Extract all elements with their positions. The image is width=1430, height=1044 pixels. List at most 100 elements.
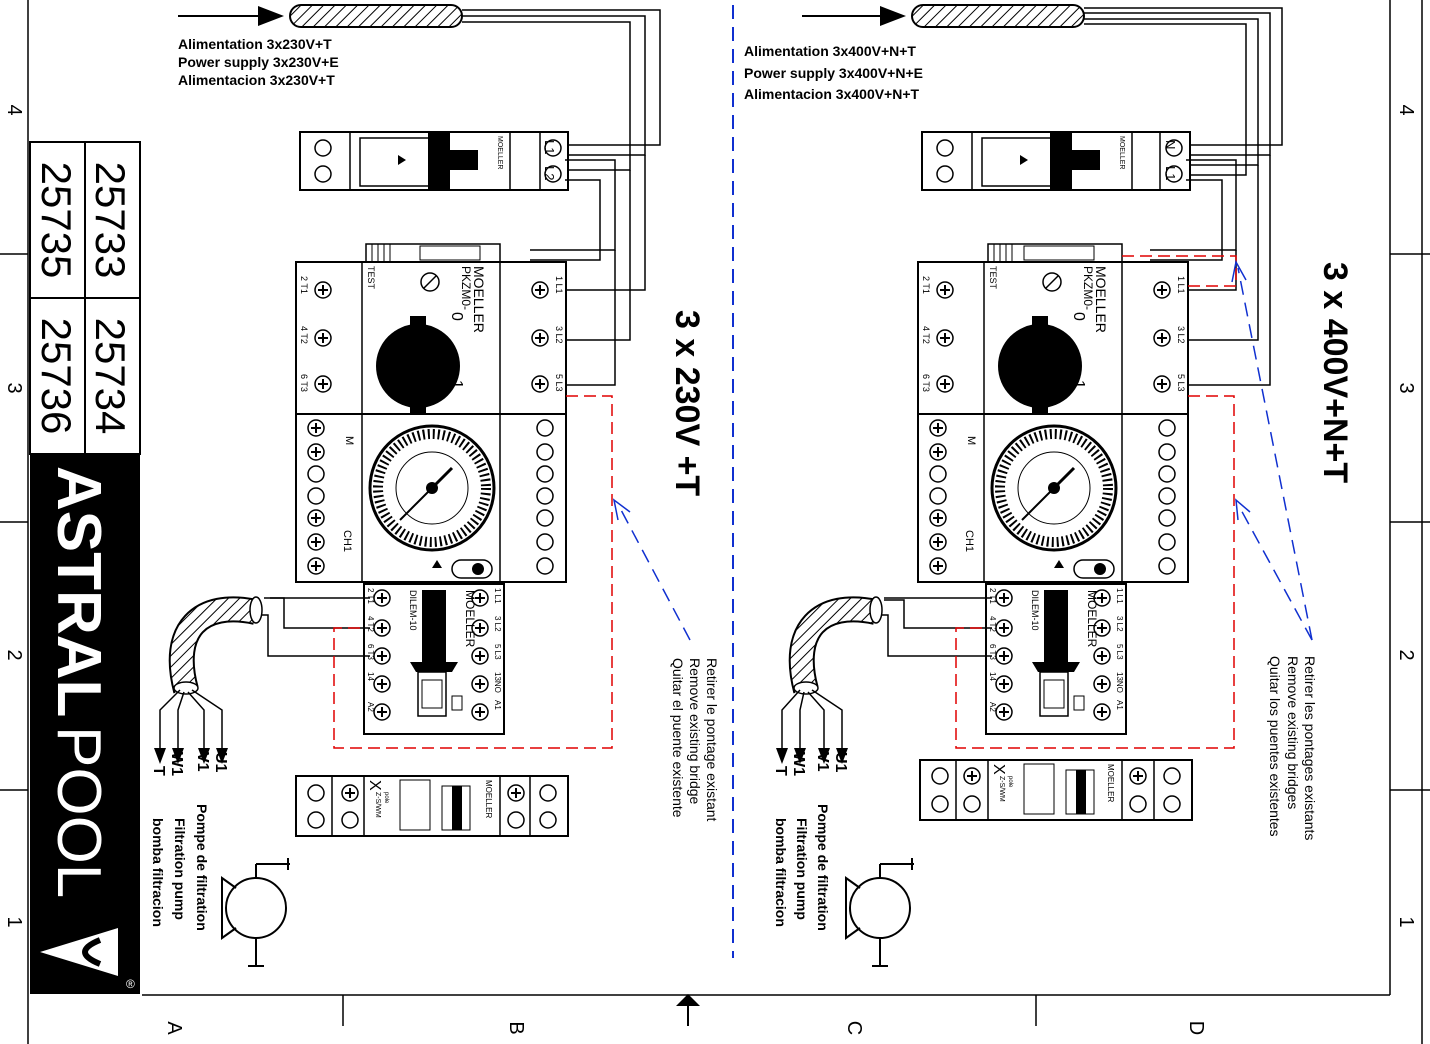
left-breaker-l2: L2 — [542, 166, 557, 180]
bottom-letter-a: A — [163, 1021, 185, 1035]
left-pkzm-test: TEST — [366, 266, 376, 290]
left-dilem-bottom-2: 4 T2 — [366, 616, 375, 632]
left-number-4: 4 — [3, 104, 25, 115]
left-dilem-top-1: 1 L1 — [493, 588, 502, 604]
left-breaker-brand: MOELLER — [496, 136, 503, 169]
ref-25735: 25735 — [33, 162, 80, 279]
brand-logo: ASTRAL POOL — [44, 466, 113, 898]
left-motor-v1: V1 — [194, 752, 211, 772]
right-switch-brand: MOELLER — [1106, 764, 1115, 802]
left-dilem-top-5: A1 — [493, 700, 502, 710]
right-breaker-brand: MOELLER — [1118, 136, 1125, 169]
right-timer-m: M — [965, 436, 977, 445]
right-timer-ch1: CH1 — [963, 530, 975, 552]
right-motor-t: T — [772, 766, 789, 776]
right-pkzm-test: TEST — [988, 266, 998, 290]
brand-symbol-icon — [40, 928, 118, 976]
right-voltage-label: 3 x 400V+N+T — [1316, 262, 1354, 483]
left-timer-ch1: CH1 — [341, 530, 353, 552]
left-dilem-model: DILEM-10 — [408, 590, 418, 631]
right-dilem-bottom-2: 4 T2 — [988, 616, 997, 632]
right-dilem-bottom-4: 14 — [988, 672, 997, 681]
right-bridge-note-en: Remove existing bridges — [1285, 656, 1301, 809]
right-dilem-top-3: 5 L3 — [1115, 644, 1124, 660]
left-pkzm-bottom-1: 2 T1 — [299, 276, 309, 294]
right-dilem-top-2: 3 L2 — [1115, 616, 1124, 632]
right-supply-fr: Alimentation 3x400V+N+T — [744, 43, 916, 59]
left-motor-u1: U1 — [212, 752, 229, 773]
right-dilem-brand: MOELLER — [1085, 590, 1099, 648]
left-pkzm-bottom-3: 6 T3 — [299, 374, 309, 392]
right-motor-u1: U1 — [832, 752, 849, 773]
title-block — [29, 141, 141, 994]
left-pkzm-bottom-2: 4 T2 — [299, 326, 309, 344]
brand-light: POOL — [44, 726, 113, 898]
left-number-2: 2 — [3, 649, 25, 660]
left-dilem-bottom-1: 2 T1 — [366, 588, 375, 604]
right-dilem-top-1: 1 L1 — [1115, 588, 1124, 604]
right-bridge-note-fr: Retirer les pontages existants — [1302, 656, 1318, 840]
left-pump-fr: Pompe de filtration — [194, 804, 210, 931]
right-number-2: 2 — [1395, 649, 1417, 660]
right-motor-v1: V1 — [814, 752, 831, 772]
left-bridge-note-es: Quitar el puente existente — [670, 658, 686, 818]
left-motor-t: T — [150, 766, 167, 776]
left-pkzm-one: 1 — [448, 380, 465, 389]
bottom-letter-d: D — [1185, 1021, 1207, 1035]
right-panel — [776, 4, 1313, 967]
right-dilem-bottom-5: A2 — [988, 702, 997, 712]
right-pkzm-bottom-3: 6 T3 — [921, 374, 931, 392]
left-dilem-top-4: 13NO — [493, 672, 502, 693]
ref-25736: 25736 — [33, 318, 80, 435]
left-switch-model: Z-S/WM — [374, 792, 381, 818]
bottom-letter-b: B — [505, 1021, 527, 1034]
left-motor-w1: W1 — [168, 752, 185, 776]
brand-bold: ASTRAL — [44, 466, 113, 717]
left-dilem-brand: MOELLER — [463, 590, 477, 648]
left-number-3: 3 — [3, 382, 25, 393]
right-dilem-top-5: A1 — [1115, 700, 1124, 710]
right-pkzm-top-3: 5 L3 — [1176, 374, 1186, 392]
left-number-1: 1 — [3, 916, 25, 927]
right-number-3: 3 — [1395, 382, 1417, 393]
right-dilem-bottom-3: 6 T3 — [988, 644, 997, 660]
ref-25734: 25734 — [87, 318, 134, 435]
left-pkzm-brand: MOELLER — [471, 266, 487, 333]
bottom-letter-c: C — [843, 1021, 865, 1035]
right-pkzm-model: PKZM0- — [1081, 266, 1095, 310]
left-pkzm-zero: 0 — [448, 312, 465, 321]
left-supply-fr: Alimentation 3x230V+T — [178, 36, 332, 52]
left-pkzm-top-1: 1 L1 — [554, 276, 564, 294]
left-supply-es: Alimentacion 3x230V+T — [178, 72, 335, 88]
right-pump-fr: Pompe de filtration — [815, 804, 831, 931]
right-pkzm-top-1: 1 L1 — [1176, 276, 1186, 294]
left-voltage-label: 3 x 230V +T — [668, 310, 706, 496]
right-breaker-n: N — [1163, 140, 1178, 149]
left-pump-en: Filtration pump — [172, 818, 188, 920]
right-pkzm-bottom-1: 2 T1 — [921, 276, 931, 294]
left-supply-en: Power supply 3x230V+E — [178, 54, 339, 70]
left-switch-brand: MOELLER — [484, 780, 493, 818]
right-breaker-l1: L1 — [1163, 166, 1178, 180]
right-pkzm-bottom-2: 4 T2 — [921, 326, 931, 344]
left-pkzm-top-3: 5 L3 — [554, 374, 564, 392]
left-pkzm-model: PKZM0- — [459, 266, 473, 310]
right-dilem-top-4: 13NO — [1115, 672, 1124, 693]
registered-mark: ® — [126, 977, 135, 991]
right-number-1: 1 — [1395, 916, 1417, 927]
right-switch-x: X — [990, 764, 1007, 775]
left-dilem-bottom-5: A2 — [366, 702, 375, 712]
left-dilem-bottom-3: 6 T3 — [366, 644, 375, 660]
left-dilem-top-3: 5 L3 — [493, 644, 502, 660]
left-bridge-note-fr: Retirer le pontage existant — [704, 658, 720, 822]
left-pump-es: bomba filtracion — [150, 818, 166, 927]
right-pump-en: Filtration pump — [794, 818, 810, 920]
right-pkzm-brand: MOELLER — [1093, 266, 1109, 333]
right-switch-model: Z-S/WM — [998, 776, 1005, 802]
left-timer-m: M — [343, 436, 355, 445]
right-pkzm-top-2: 3 L2 — [1176, 326, 1186, 344]
left-pkzm-top-2: 3 L2 — [554, 326, 564, 344]
right-bridge-note-es: Quitar los puentes existentes — [1267, 656, 1283, 837]
